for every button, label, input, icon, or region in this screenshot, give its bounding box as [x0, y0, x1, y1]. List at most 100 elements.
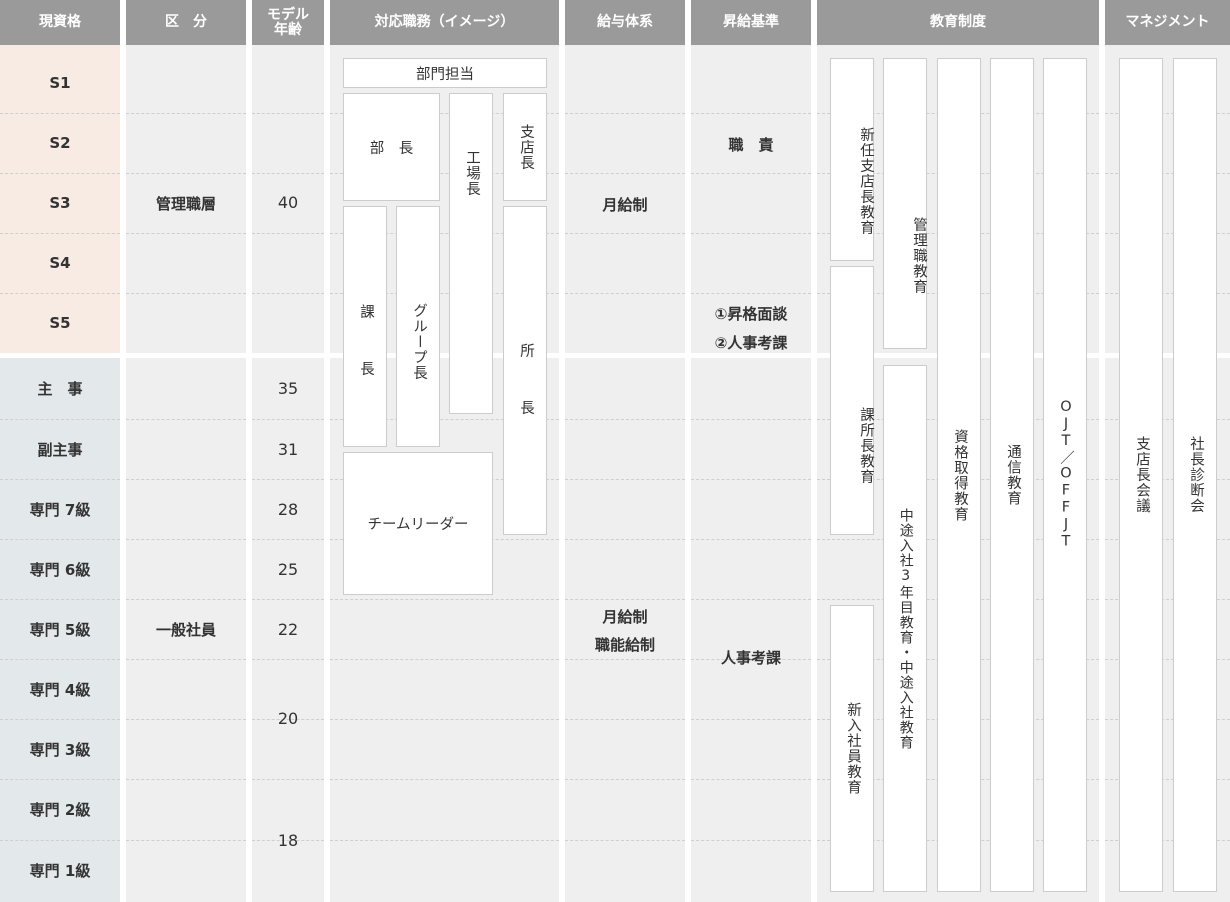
- promotion-upper: 職 責: [728, 136, 774, 154]
- duty-koujocho: 工場長: [449, 93, 493, 414]
- row-gridline: [565, 479, 685, 480]
- row-gridline: [691, 539, 811, 540]
- salary-lower-1: 月給制: [602, 608, 648, 626]
- row-gridline: [330, 293, 559, 294]
- row-gridline: [330, 419, 559, 420]
- grade-label: S2: [49, 134, 71, 152]
- edu-new-branch-manager: 新任支店長教育: [830, 58, 874, 261]
- row-gridline: [0, 779, 120, 780]
- row-gridline: [330, 840, 559, 841]
- row-gridline: [565, 293, 685, 294]
- row-gridline: [0, 840, 120, 841]
- row-gridline: [565, 233, 685, 234]
- grade-label: 主 事: [37, 379, 83, 398]
- row-gridline: [0, 173, 120, 174]
- row-gridline: [565, 419, 685, 420]
- section-separator: [0, 353, 1230, 358]
- grade-label: S3: [49, 194, 71, 212]
- category-col: [126, 45, 246, 902]
- row-gridline: [330, 173, 559, 174]
- edu-new-hire: 新入社員教育: [830, 605, 874, 892]
- row-gridline: [1105, 173, 1230, 174]
- row-gridline: [0, 719, 120, 720]
- row-gridline: [126, 599, 246, 600]
- age-upper: 40: [277, 193, 299, 212]
- row-gridline: [252, 599, 324, 600]
- salary-col: [565, 45, 685, 902]
- grade-label: S5: [49, 314, 71, 332]
- edu-correspondence: 通信教育: [990, 58, 1034, 892]
- row-gridline: [565, 840, 685, 841]
- row-gridline: [691, 419, 811, 420]
- duty-kacho: 課 長: [343, 206, 387, 447]
- row-gridline: [691, 173, 811, 174]
- row-gridline: [0, 113, 120, 114]
- row-gridline: [565, 779, 685, 780]
- header-model-age: モデル 年齢: [252, 0, 324, 45]
- row-gridline: [1105, 599, 1230, 600]
- row-gridline: [691, 779, 811, 780]
- age-35: 35: [277, 379, 299, 398]
- row-gridline: [0, 419, 120, 420]
- grade-label: 専門 1級: [29, 861, 91, 880]
- row-gridline: [126, 779, 246, 780]
- edu-manager: 管理職教育: [883, 58, 927, 349]
- age-22: 22: [277, 620, 299, 639]
- row-gridline: [1105, 719, 1230, 720]
- row-gridline: [252, 173, 324, 174]
- category-lower: 一般社員: [155, 621, 216, 639]
- row-gridline: [252, 233, 324, 234]
- grade-label: 専門 5級: [29, 620, 91, 639]
- row-gridline: [252, 840, 324, 841]
- duty-shitencho: 支店長: [503, 93, 547, 201]
- row-gridline: [1105, 539, 1230, 540]
- row-gridline: [565, 659, 685, 660]
- row-gridline: [252, 113, 324, 114]
- row-gridline: [330, 719, 559, 720]
- row-gridline: [252, 419, 324, 420]
- category-upper: 管理職層: [155, 195, 216, 213]
- row-gridline: [126, 539, 246, 540]
- row-gridline: [0, 599, 120, 600]
- row-gridline: [1105, 113, 1230, 114]
- edu-qualification: 資格取得教育: [937, 58, 981, 892]
- header-education: 教育制度: [817, 0, 1099, 45]
- row-gridline: [0, 659, 120, 660]
- age-col: [252, 45, 324, 902]
- salary-upper: 月給制: [602, 196, 648, 214]
- row-gridline: [126, 113, 246, 114]
- row-gridline: [252, 479, 324, 480]
- row-gridline: [691, 233, 811, 234]
- mgmt-branch-meeting: 支店長会議: [1119, 58, 1163, 892]
- row-gridline: [252, 659, 324, 660]
- row-gridline: [126, 419, 246, 420]
- row-gridline: [252, 719, 324, 720]
- duty-team-leader: チームリーダー: [343, 452, 493, 595]
- salary-lower-2: 職能給制: [594, 636, 655, 654]
- duty-bucho: 部 長: [343, 93, 440, 201]
- row-gridline: [1105, 233, 1230, 234]
- row-gridline: [565, 719, 685, 720]
- header-category: 区 分: [126, 0, 246, 45]
- row-gridline: [252, 293, 324, 294]
- row-gridline: [330, 779, 559, 780]
- promotion-lower: 人事考課: [720, 649, 781, 667]
- header-grade: 現資格: [0, 0, 120, 45]
- grade-label: 専門 6級: [29, 560, 91, 579]
- header-management: マネジメント: [1105, 0, 1230, 45]
- row-gridline: [0, 293, 120, 294]
- row-gridline: [252, 779, 324, 780]
- grade-label: 専門 3級: [29, 740, 91, 759]
- row-gridline: [691, 113, 811, 114]
- age-20: 20: [277, 709, 299, 728]
- age-31: 31: [277, 440, 299, 459]
- row-gridline: [0, 539, 120, 540]
- row-gridline: [252, 539, 324, 540]
- row-gridline: [0, 233, 120, 234]
- duty-group-cho: グループ長: [396, 206, 440, 447]
- row-gridline: [126, 173, 246, 174]
- promotion-mid-2: ②人事考課: [714, 334, 788, 352]
- grade-label: 専門 2級: [29, 800, 91, 819]
- row-gridline: [126, 233, 246, 234]
- row-gridline: [691, 719, 811, 720]
